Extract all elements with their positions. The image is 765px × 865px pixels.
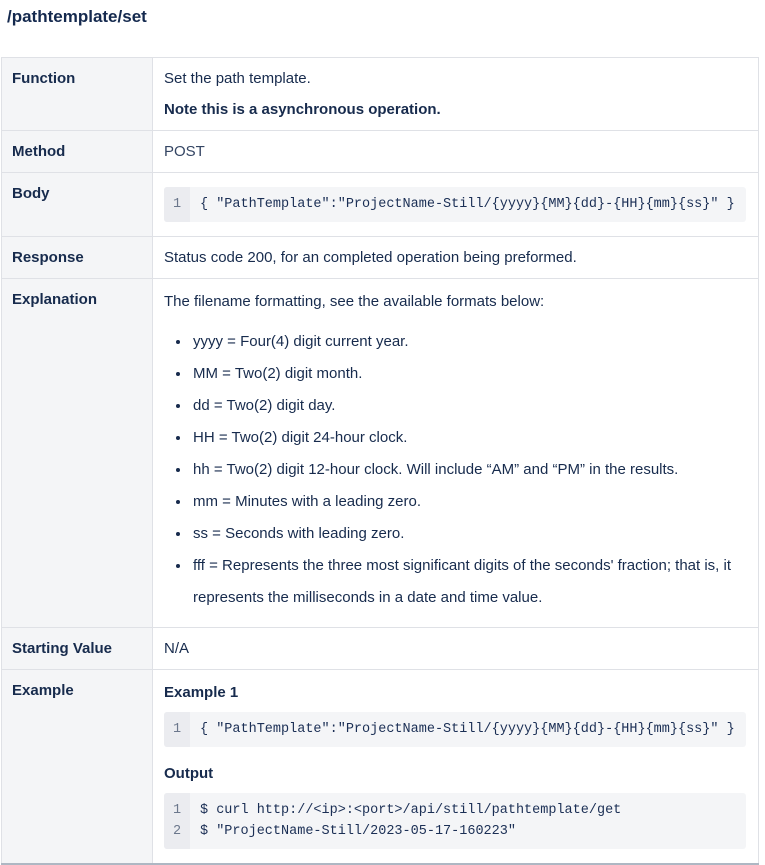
list-item: ss = Seconds with leading zero. xyxy=(191,518,746,550)
code-line-numbers: 1 xyxy=(164,712,190,747)
output-heading: Output xyxy=(164,765,214,782)
response-row-content: Status code 200, for an completed operat… xyxy=(152,236,759,279)
method-row-content: POST xyxy=(152,130,759,173)
code-content: { "PathTemplate":"ProjectName-Still/{yyy… xyxy=(190,712,746,747)
list-item: HH = Two(2) digit 24-hour clock. xyxy=(191,422,746,454)
list-item: mm = Minutes with a leading zero. xyxy=(191,486,746,518)
list-item: yyyy = Four(4) digit current year. xyxy=(191,326,746,358)
format-list: yyyy = Four(4) digit current year. MM = … xyxy=(164,326,746,614)
list-item: fff = Represents the three most signific… xyxy=(191,550,746,614)
code-line: $ curl http://<ip>:<port>/api/still/path… xyxy=(200,803,622,818)
code-line: { "PathTemplate":"ProjectName-Still/{yyy… xyxy=(200,197,735,212)
list-item-text: hh = Two(2) digit 12-hour clock. Will in… xyxy=(193,461,679,478)
table-row-body: Body 1 { "PathTemplate":"ProjectName-Sti… xyxy=(1,172,759,237)
list-item-text: fff = Represents the three most signific… xyxy=(193,557,732,606)
list-item-text: MM = Two(2) digit month. xyxy=(193,365,363,382)
method-value: POST xyxy=(164,143,205,160)
code-content: $ curl http://<ip>:<port>/api/still/path… xyxy=(190,793,746,849)
table-row-example: Example Example 1 1 { "PathTemplate":"Pr… xyxy=(1,669,759,865)
list-item: MM = Two(2) digit month. xyxy=(191,358,746,390)
function-row-label: Function xyxy=(1,57,153,131)
list-item-text: dd = Two(2) digit day. xyxy=(193,397,336,414)
table-row-response: Response Status code 200, for an complet… xyxy=(1,236,759,279)
code-line: { "PathTemplate":"ProjectName-Still/{yyy… xyxy=(200,722,735,737)
table-row-method: Method POST xyxy=(1,130,759,173)
body-row-content: 1 { "PathTemplate":"ProjectName-Still/{y… xyxy=(152,172,759,237)
list-item-text: ss = Seconds with leading zero. xyxy=(193,525,405,542)
list-item-text: HH = Two(2) digit 24-hour clock. xyxy=(193,429,408,446)
table-row-function: Function Set the path template. Note thi… xyxy=(1,57,759,131)
table-row-explanation: Explanation The filename formatting, see… xyxy=(1,278,759,628)
example-row-content: Example 1 1 { "PathTemplate":"ProjectNam… xyxy=(152,669,759,865)
example-code-block: 1 { "PathTemplate":"ProjectName-Still/{y… xyxy=(164,712,746,747)
code-line-number: 2 xyxy=(172,824,182,839)
list-item: dd = Two(2) digit day. xyxy=(191,390,746,422)
starting-value-row-label: Starting Value xyxy=(1,627,153,670)
example-heading: Example 1 xyxy=(164,684,239,701)
code-line-number: 1 xyxy=(172,722,182,737)
starting-value-text: N/A xyxy=(164,640,190,657)
code-line-numbers: 1 2 xyxy=(164,793,190,849)
page-title: /pathtemplate/set xyxy=(7,7,147,26)
code-line-number: 1 xyxy=(172,803,182,818)
table-row-starting-value: Starting Value N/A xyxy=(1,627,759,670)
api-endpoint-table: Function Set the path template. Note thi… xyxy=(1,57,759,865)
list-item-text: yyyy = Four(4) digit current year. xyxy=(193,333,409,350)
example-row-label: Example xyxy=(1,669,153,865)
starting-value-row-content: N/A xyxy=(152,627,759,670)
method-row-label: Method xyxy=(1,130,153,173)
function-row-content: Set the path template. Note this is a as… xyxy=(152,57,759,131)
response-row-label: Response xyxy=(1,236,153,279)
explanation-row-content: The filename formatting, see the availab… xyxy=(152,278,759,628)
function-text: Set the path template. xyxy=(164,70,311,87)
code-line-number: 1 xyxy=(172,197,182,212)
body-row-label: Body xyxy=(1,172,153,237)
code-line-numbers: 1 xyxy=(164,187,190,222)
code-line: $ "ProjectName-Still/2023-05-17-160223" xyxy=(200,824,516,839)
explanation-row-label: Explanation xyxy=(1,278,153,628)
body-code-block: 1 { "PathTemplate":"ProjectName-Still/{y… xyxy=(164,187,746,222)
list-item: hh = Two(2) digit 12-hour clock. Will in… xyxy=(191,454,746,486)
function-note: Note this is a asynchronous operation. xyxy=(164,101,441,118)
explanation-intro: The filename formatting, see the availab… xyxy=(164,293,545,310)
response-text: Status code 200, for an completed operat… xyxy=(164,249,577,266)
output-code-block: 1 2 $ curl http://<ip>:<port>/api/still/… xyxy=(164,793,746,849)
list-item-text: mm = Minutes with a leading zero. xyxy=(193,493,422,510)
code-content: { "PathTemplate":"ProjectName-Still/{yyy… xyxy=(190,187,746,222)
